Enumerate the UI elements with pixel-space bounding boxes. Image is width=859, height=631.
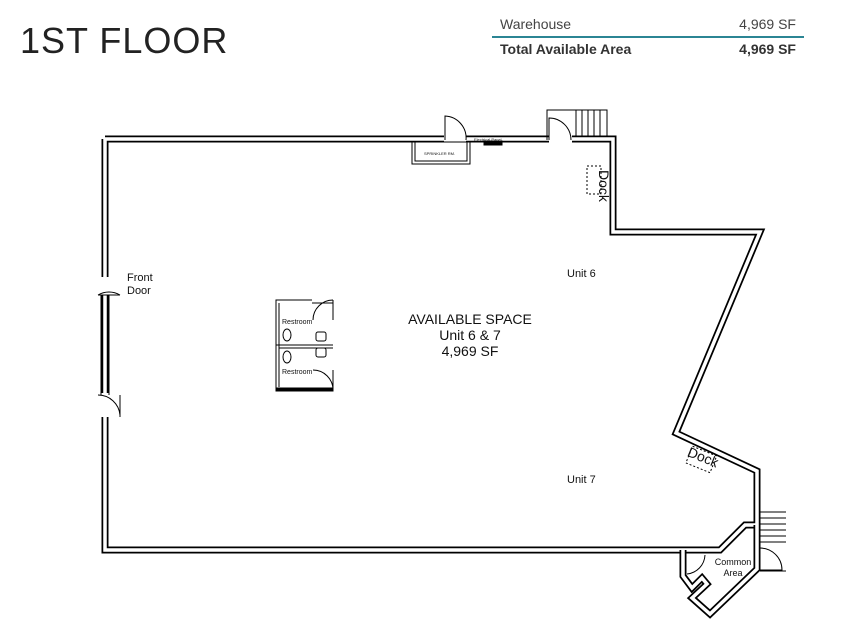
front-door-label: Front Door	[127, 272, 153, 297]
unit-6-label: Unit 6	[567, 268, 596, 280]
space-title: AVAILABLE SPACE	[408, 311, 532, 327]
available-space-label: AVAILABLE SPACE Unit 6 & 7 4,969 SF	[380, 311, 560, 359]
row-value: 4,969 SF	[739, 41, 796, 57]
restroom-2-label: Restroom	[282, 369, 313, 376]
electrical-panel-label: Electrical Panel	[474, 137, 502, 142]
east-stairs	[685, 445, 786, 575]
sprinkler-room-label: SPRINKLER RM.	[424, 151, 456, 156]
floor-title: 1ST FLOOR	[20, 20, 229, 61]
restroom-block	[275, 299, 334, 392]
dock-1-label: Dock	[596, 170, 612, 202]
space-units: Unit 6 & 7	[439, 327, 501, 343]
unit-7-label: Unit 7	[567, 474, 596, 486]
area-summary-table: Warehouse 4,969 SF Total Available Area …	[492, 14, 804, 59]
row-value: 4,969 SF	[739, 16, 796, 32]
space-area: 4,969 SF	[441, 343, 499, 359]
restroom-1-label: Restroom	[282, 319, 313, 326]
front-doors	[97, 277, 121, 417]
row-label: Total Available Area	[500, 41, 632, 57]
north-doors	[411, 109, 608, 195]
summary-row-warehouse: Warehouse 4,969 SF	[492, 14, 804, 34]
row-label: Warehouse	[500, 16, 572, 32]
exterior-walls	[101, 135, 766, 619]
common-area-label: Common Area	[714, 557, 752, 578]
summary-row-total: Total Available Area 4,969 SF	[492, 36, 804, 59]
